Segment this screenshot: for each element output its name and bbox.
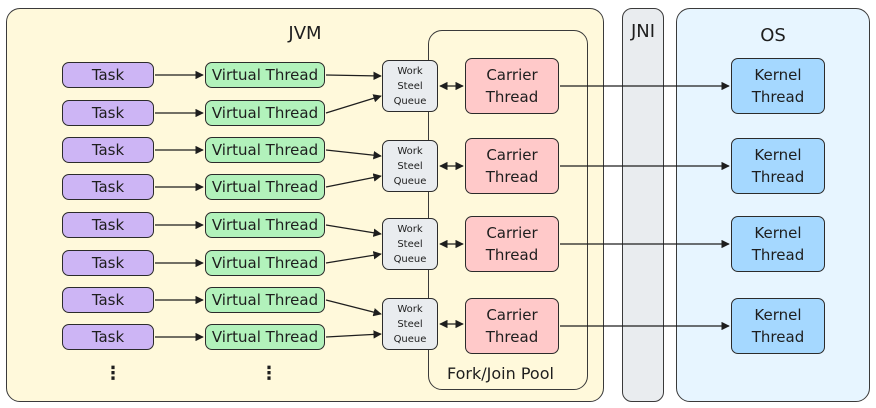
os-title: OS bbox=[760, 25, 786, 46]
carrier-thread-box: Carrier Thread bbox=[465, 298, 559, 354]
virtual-thread-to-queue-arrow bbox=[325, 71, 382, 81]
task-box: Task bbox=[62, 62, 154, 88]
virtual-thread-to-queue-arrow bbox=[325, 149, 382, 160]
task-box: Task bbox=[62, 100, 154, 126]
task-box: Task bbox=[62, 174, 154, 200]
task-box: Task bbox=[62, 212, 154, 238]
carrier-thread-box: Carrier Thread bbox=[465, 58, 559, 114]
virtual-thread-box: Virtual Thread bbox=[205, 250, 325, 276]
virtual-thread-box: Virtual Thread bbox=[205, 324, 325, 350]
fork-join-pool-label: Fork/Join Pool bbox=[447, 364, 554, 383]
virtual-thread-ellipsis: ⋮ bbox=[260, 363, 278, 384]
task-box: Task bbox=[62, 250, 154, 276]
task-ellipsis: ⋮ bbox=[104, 363, 122, 384]
jni-region: JNI bbox=[622, 8, 664, 402]
kernel-thread-box: Kernel Thread bbox=[731, 298, 825, 354]
task-box: Task bbox=[62, 287, 154, 313]
work-steel-queue-box: Work Steel Queue bbox=[382, 60, 438, 112]
virtual-thread-to-queue-arrow bbox=[325, 224, 382, 237]
kernel-thread-box: Kernel Thread bbox=[731, 138, 825, 194]
virtual-thread-to-queue-arrow bbox=[325, 299, 382, 317]
fork-join-pool-region: Fork/Join Pool bbox=[428, 30, 588, 390]
virtual-thread-box: Virtual Thread bbox=[205, 287, 325, 313]
work-steel-queue-box: Work Steel Queue bbox=[382, 298, 438, 350]
virtual-thread-to-queue-arrow bbox=[325, 94, 382, 114]
virtual-thread-box: Virtual Thread bbox=[205, 100, 325, 126]
carrier-thread-box: Carrier Thread bbox=[465, 216, 559, 272]
jni-title: JNI bbox=[630, 21, 656, 42]
virtual-thread-box: Virtual Thread bbox=[205, 137, 325, 163]
task-box: Task bbox=[62, 137, 154, 163]
virtual-thread-box: Virtual Thread bbox=[205, 62, 325, 88]
work-steel-queue-box: Work Steel Queue bbox=[382, 218, 438, 270]
kernel-thread-box: Kernel Thread bbox=[731, 216, 825, 272]
virtual-thread-to-queue-arrow bbox=[325, 251, 382, 264]
virtual-thread-box: Virtual Thread bbox=[205, 212, 325, 238]
work-steel-queue-box: Work Steel Queue bbox=[382, 140, 438, 192]
jvm-title: JVM bbox=[288, 23, 322, 44]
virtual-thread-to-queue-arrow bbox=[325, 173, 382, 188]
virtual-thread-to-queue-arrow bbox=[325, 330, 382, 339]
kernel-thread-box: Kernel Thread bbox=[731, 58, 825, 114]
task-box: Task bbox=[62, 324, 154, 350]
carrier-thread-box: Carrier Thread bbox=[465, 138, 559, 194]
virtual-thread-box: Virtual Thread bbox=[205, 174, 325, 200]
